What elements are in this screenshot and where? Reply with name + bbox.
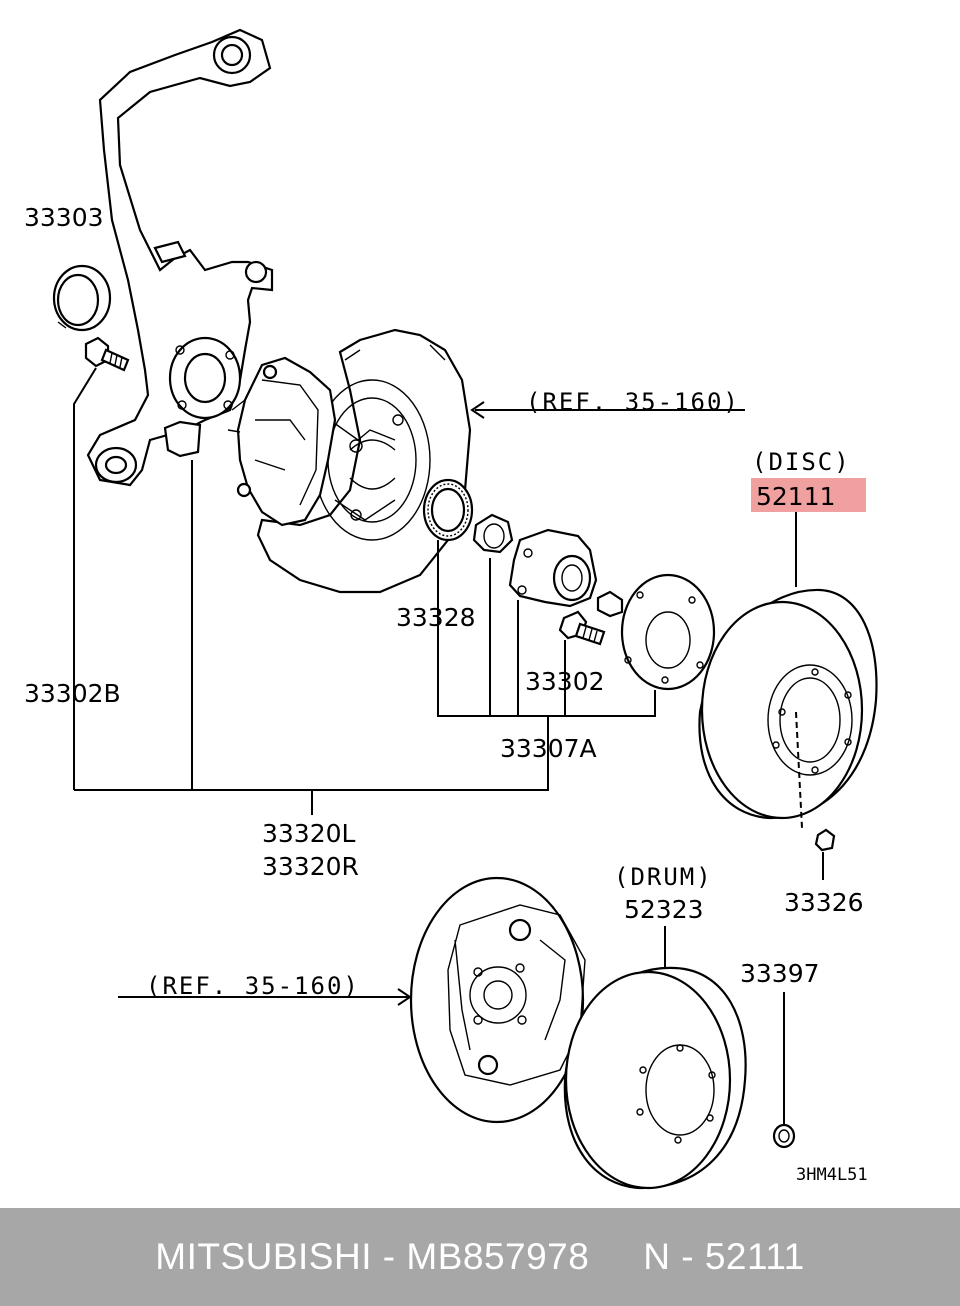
label-33320l: 33320L xyxy=(262,819,356,848)
diagram-code: 3HM4L51 xyxy=(796,1165,868,1185)
label-33397: 33397 xyxy=(740,959,820,988)
parts-diagram: 33303 33302B 33328 33302 33307A 33320L 3… xyxy=(24,28,878,1190)
label-52111: 52111 xyxy=(756,482,836,511)
bearing-housing xyxy=(508,528,598,608)
sensor-ring xyxy=(422,478,474,542)
brake-caliper xyxy=(227,356,337,527)
label-52323: 52323 xyxy=(624,895,704,924)
label-33326: 33326 xyxy=(784,888,864,917)
label-ref-bottom: (REF. 35-160) xyxy=(146,972,360,1000)
bolt-33302 xyxy=(558,610,606,646)
seal xyxy=(472,513,514,554)
dust-cap xyxy=(52,264,112,332)
o-ring-33397 xyxy=(772,1123,796,1149)
label-33302: 33302 xyxy=(525,667,605,696)
label-33328: 33328 xyxy=(396,603,476,632)
disc-rotor xyxy=(698,588,878,820)
hub-flange xyxy=(596,573,716,691)
footer-text: MITSUBISHI - MB857978 N - 52111 xyxy=(155,1236,805,1277)
label-disc: (DISC) xyxy=(752,448,851,476)
bolt-33302b xyxy=(84,336,130,372)
footer-bar: MITSUBISHI - MB857978 N - 52111 xyxy=(0,1208,960,1306)
backing-plate-drum xyxy=(409,876,586,1124)
label-33303: 33303 xyxy=(24,203,104,232)
label-33307a: 33307A xyxy=(500,734,597,763)
leader-lines xyxy=(73,367,824,1124)
steering-knuckle xyxy=(86,28,274,487)
label-33320r: 33320R xyxy=(262,852,359,881)
label-33302b: 33302B xyxy=(24,679,121,708)
label-ref-top: (REF. 35-160) xyxy=(526,388,740,416)
part-highlight xyxy=(751,478,866,512)
label-drum: (DRUM) xyxy=(614,863,713,891)
brake-drum xyxy=(563,966,747,1190)
nut-33326 xyxy=(814,828,836,852)
